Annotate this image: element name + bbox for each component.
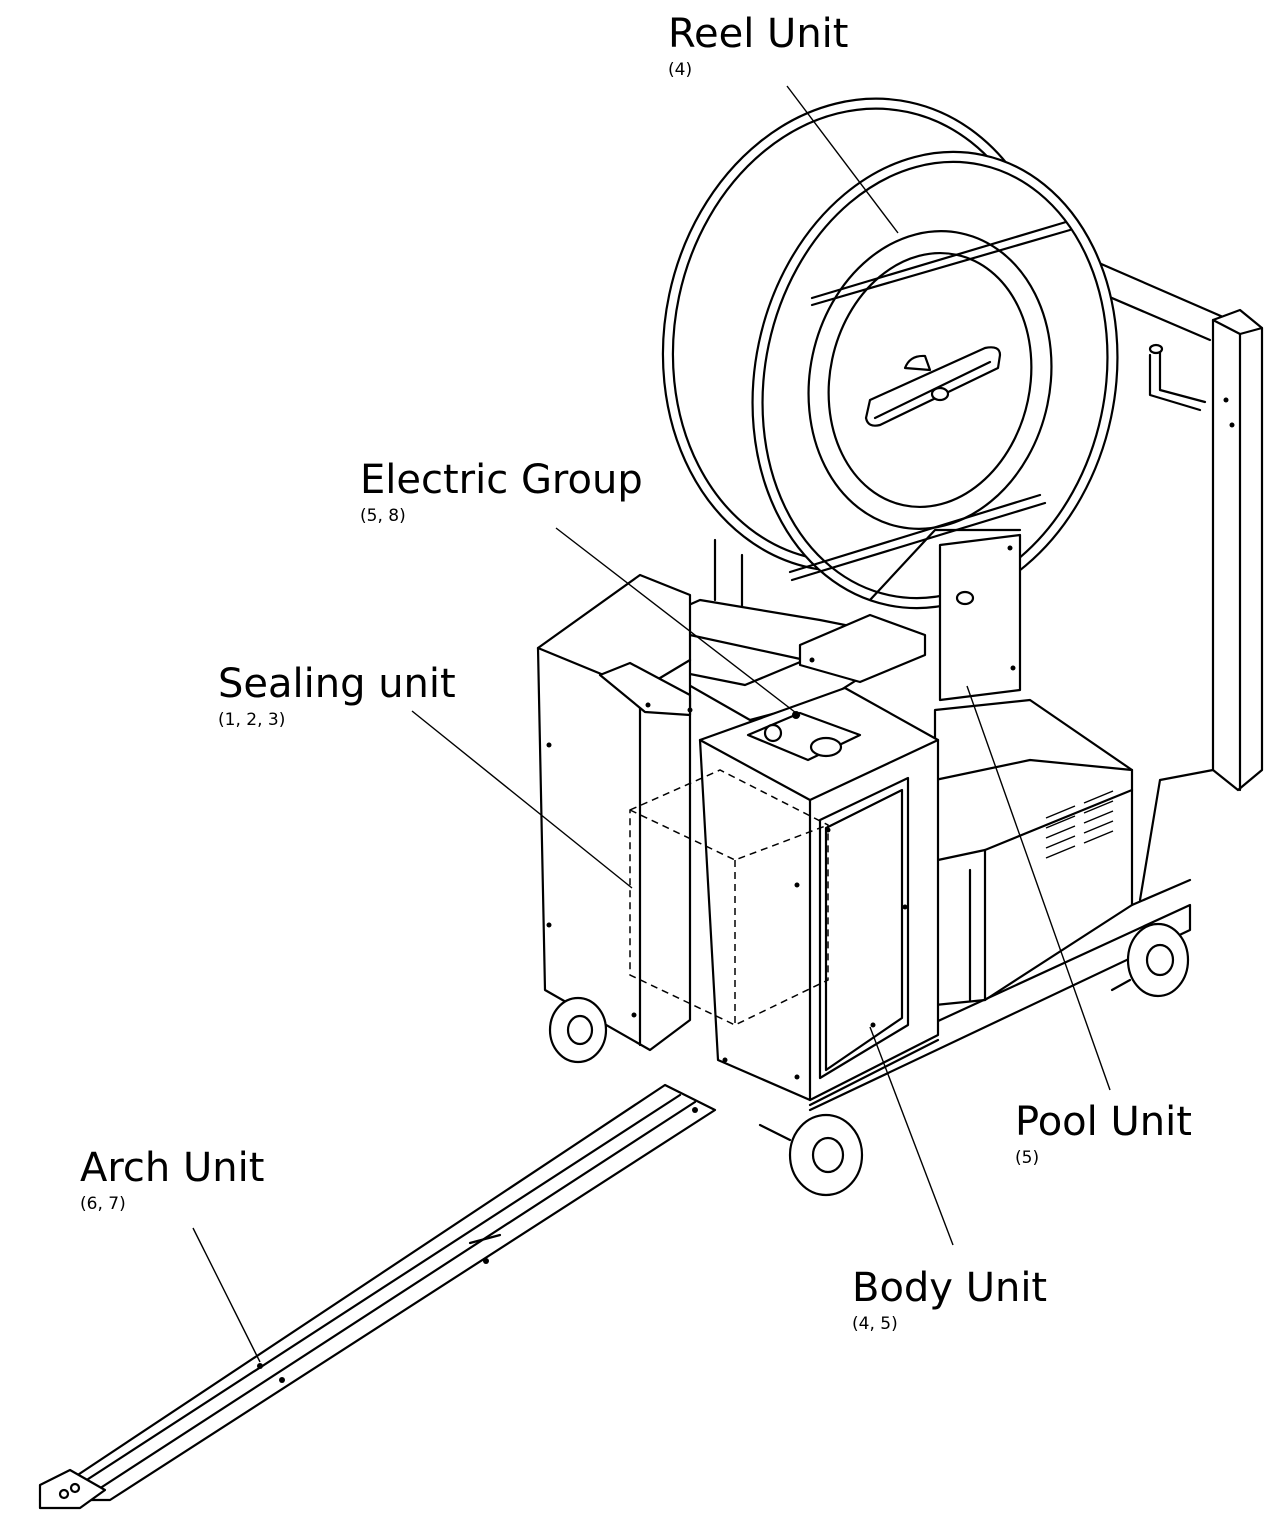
body-unit-title: Body Unit <box>852 1265 1048 1311</box>
reel-leader-line <box>786 85 899 234</box>
front-body <box>698 686 940 1107</box>
callout-arch-unit: Arch Unit (6, 7) <box>80 1146 264 1214</box>
electric-leader-line <box>555 527 801 717</box>
arch-unit-ref: (6, 7) <box>80 1194 126 1214</box>
electric-group-title: Electric Group <box>360 457 643 503</box>
sealing-housing <box>536 573 693 1052</box>
casters <box>548 922 1190 1197</box>
sealing-leader-line <box>411 710 633 889</box>
callout-body-unit: Body Unit (4, 5) <box>852 1266 1047 1334</box>
pool-unit-ref: (5) <box>1015 1148 1040 1168</box>
arch-leader-line <box>192 1227 261 1363</box>
arch-unit-title: Arch Unit <box>80 1145 265 1191</box>
electric-group-ref: (5, 8) <box>360 506 406 526</box>
arch-rail <box>38 1083 717 1510</box>
rear-frame <box>993 218 1264 902</box>
pool-unit-body <box>808 698 1192 1112</box>
pool-unit-title: Pool Unit <box>1015 1099 1192 1145</box>
sealing-unit-title: Sealing unit <box>218 661 456 707</box>
sealing-unit-ref: (1, 2, 3) <box>218 710 286 730</box>
vent-slots <box>1045 790 1114 859</box>
callout-electric-group: Electric Group (5, 8) <box>360 458 643 526</box>
callout-reel-unit: Reel Unit (4) <box>668 12 848 80</box>
reel-unit-ref: (4) <box>668 60 693 80</box>
sealing-head-hidden <box>629 769 829 1026</box>
body-leader-line <box>869 1026 954 1246</box>
body-unit-ref: (4, 5) <box>852 1314 898 1334</box>
reel <box>661 97 1119 610</box>
reel-unit-title: Reel Unit <box>668 11 849 57</box>
callout-sealing-unit: Sealing unit (1, 2, 3) <box>218 662 456 730</box>
reel-stand <box>713 528 1022 702</box>
leader-lines <box>192 85 1111 1363</box>
callout-pool-unit: Pool Unit (5) <box>1015 1100 1192 1168</box>
pool-leader-line <box>966 685 1111 1091</box>
